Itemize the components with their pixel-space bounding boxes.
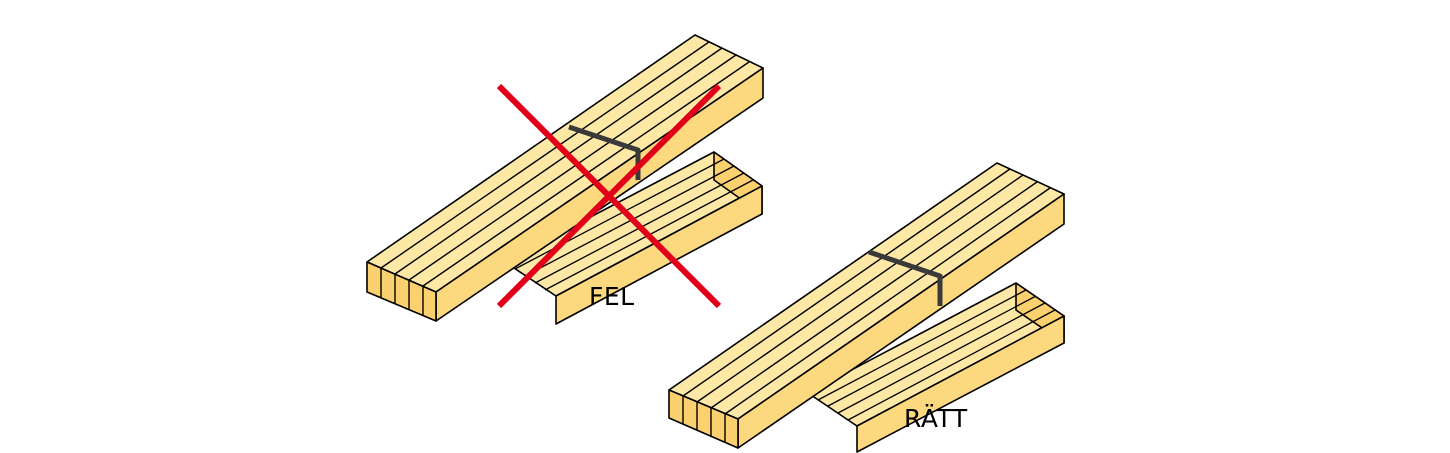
right-upper-bundle: [668, 162, 1065, 449]
red-cross-icon: [496, 83, 722, 309]
wrong-upper-end-face: [366, 261, 437, 322]
wrong-label: FEL: [589, 282, 635, 311]
right-example: RÄTT: [668, 162, 1065, 453]
wrong-example: FEL: [366, 34, 764, 325]
wrong-upper-bundle: [366, 34, 764, 322]
wrong-upper-end-lines: [380, 268, 424, 316]
right-upper-end-face: [668, 389, 739, 449]
right-lower-bundle: [807, 282, 1065, 453]
right-strap: [868, 249, 943, 306]
right-lower-side-face: [856, 315, 1065, 453]
right-upper-board-lines: [682, 168, 1051, 415]
right-upper-end-lines: [682, 396, 726, 442]
wrong-lower-side-face: [555, 185, 763, 325]
right-label: RÄTT: [904, 404, 968, 433]
right-lower-board-lines: [817, 289, 1056, 421]
